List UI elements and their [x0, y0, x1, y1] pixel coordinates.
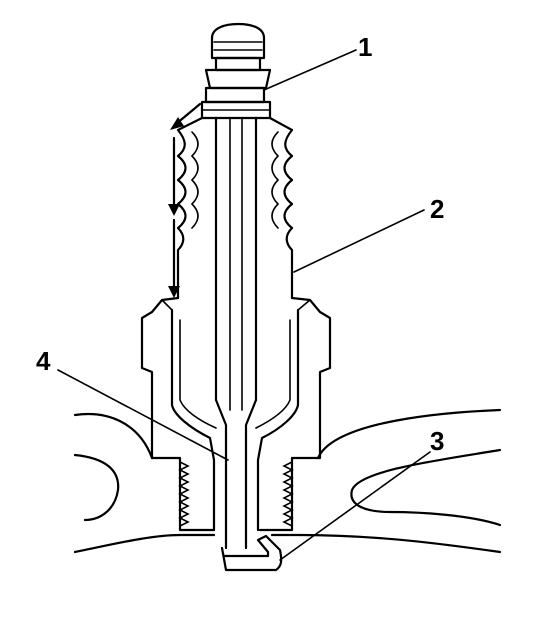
- callout-1: 1: [358, 32, 372, 62]
- callout-3: 3: [430, 426, 444, 456]
- head-curve-lower-right: [298, 533, 502, 554]
- head-curve-upper-right: [316, 408, 502, 460]
- leader-2: [293, 209, 425, 273]
- metal-shell: [140, 296, 332, 532]
- callout-4: 4: [36, 346, 51, 376]
- head-curve-lower-left: [73, 533, 182, 554]
- head-curve-mid-right: [350, 448, 502, 527]
- threads: [178, 461, 294, 527]
- flow-arrows: [168, 102, 202, 298]
- leader-1: [263, 49, 357, 91]
- callout-2: 2: [430, 194, 444, 224]
- terminal-nut: [200, 22, 272, 120]
- leader-4: [57, 369, 229, 461]
- ground-electrode: [220, 534, 283, 572]
- cylinder-head: [73, 408, 502, 554]
- head-curve-upper-left: [73, 413, 154, 460]
- leader-3: [279, 451, 431, 561]
- leader-lines: [57, 49, 431, 561]
- center-core: [214, 116, 258, 550]
- insulator: [176, 116, 294, 300]
- head-curve-mid-left: [73, 453, 120, 522]
